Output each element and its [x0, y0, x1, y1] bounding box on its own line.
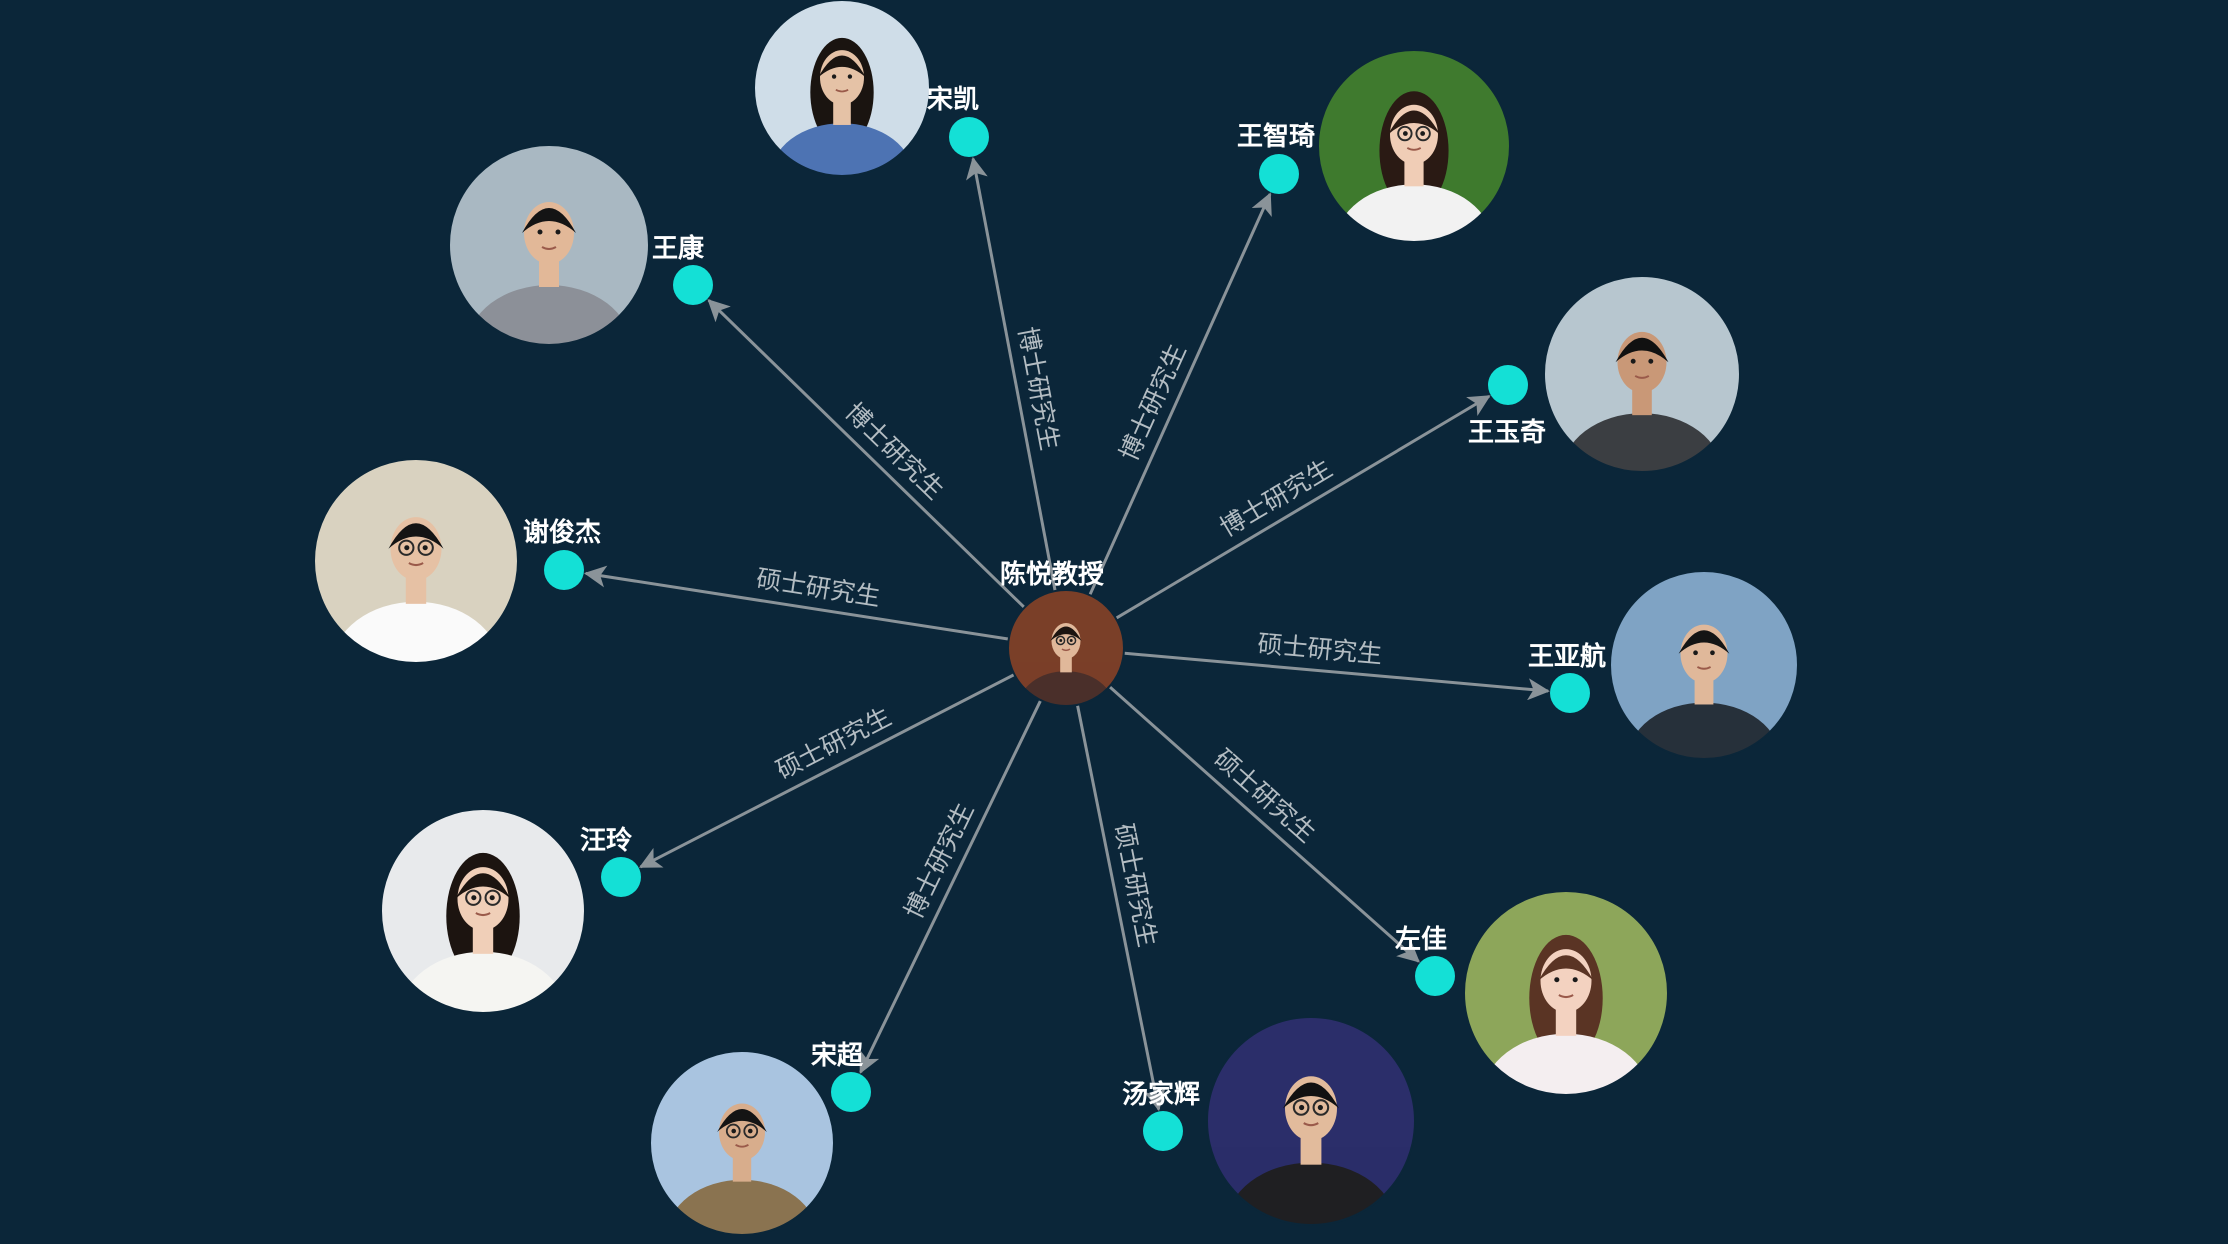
node-name-6: 宋超 — [811, 1041, 864, 1071]
edge-line-7 — [638, 670, 1021, 869]
edge-line-9 — [707, 299, 1030, 613]
edge-label-5: 硕士研究生 — [1109, 821, 1162, 949]
node-dot-5[interactable] — [1143, 1111, 1183, 1151]
node-dot-0[interactable] — [949, 117, 989, 157]
node-8-photo[interactable] — [314, 459, 518, 728]
edge-line-3 — [1117, 651, 1550, 701]
node-name-4: 左佳 — [1395, 925, 1447, 955]
edge-label-7: 硕士研究生 — [771, 702, 895, 785]
node-5-photo[interactable] — [1207, 1017, 1415, 1244]
edge-label-0: 博士研究生 — [1013, 324, 1065, 452]
node-7-photo[interactable] — [381, 809, 585, 1078]
node-name-3: 王亚航 — [1528, 641, 1606, 672]
node-0-photo[interactable] — [754, 0, 930, 232]
node-dot-4[interactable] — [1415, 956, 1455, 996]
edge-label-8: 硕士研究生 — [754, 564, 882, 612]
node-1-photo[interactable] — [1318, 50, 1510, 303]
center-node-photo[interactable] — [1008, 590, 1124, 743]
edge-label-3: 硕士研究生 — [1256, 629, 1383, 669]
node-dot-1[interactable] — [1259, 154, 1299, 194]
node-2-photo[interactable] — [1544, 276, 1740, 535]
node-name-2: 王玉奇 — [1468, 418, 1546, 448]
node-dot-8[interactable] — [544, 550, 584, 590]
node-name-1: 王智琦 — [1237, 122, 1315, 152]
edge-line-5 — [1074, 698, 1166, 1112]
edge-line-0 — [966, 156, 1058, 598]
node-name-8: 谢俊杰 — [523, 517, 601, 548]
node-3-photo[interactable] — [1610, 571, 1798, 819]
edge-line-8 — [583, 565, 1015, 642]
node-9-photo[interactable] — [449, 145, 649, 409]
node-dot-6[interactable] — [831, 1072, 871, 1112]
center-node-name: 陈悦教授 — [1000, 559, 1105, 590]
node-name-0: 宋凯 — [927, 85, 979, 115]
node-dot-3[interactable] — [1550, 673, 1590, 713]
edge-line-4 — [1103, 681, 1420, 963]
node-dot-7[interactable] — [601, 857, 641, 897]
node-dot-2[interactable] — [1488, 365, 1528, 405]
edge-label-9: 博士研究生 — [840, 397, 950, 505]
edge-label-6: 博士研究生 — [899, 798, 980, 923]
edge-label-4: 硕士研究生 — [1208, 744, 1321, 849]
edge-line-1 — [1085, 192, 1272, 602]
node-6-photo[interactable] — [650, 1051, 834, 1244]
edge-line-2 — [1109, 394, 1491, 623]
node-name-9: 王康 — [652, 233, 705, 264]
node-dot-9[interactable] — [673, 265, 713, 305]
center-node[interactable]: 陈悦教授 — [1000, 559, 1125, 743]
node-name-5: 汤家辉 — [1122, 1079, 1200, 1110]
edge-line-6 — [859, 694, 1045, 1074]
dots-layer — [544, 117, 1590, 1151]
node-4-photo[interactable] — [1464, 891, 1668, 1160]
photos-layer — [313, 0, 1799, 1244]
edge-label-1: 博士研究生 — [1114, 339, 1192, 465]
node-name-7: 汪玲 — [580, 825, 632, 856]
